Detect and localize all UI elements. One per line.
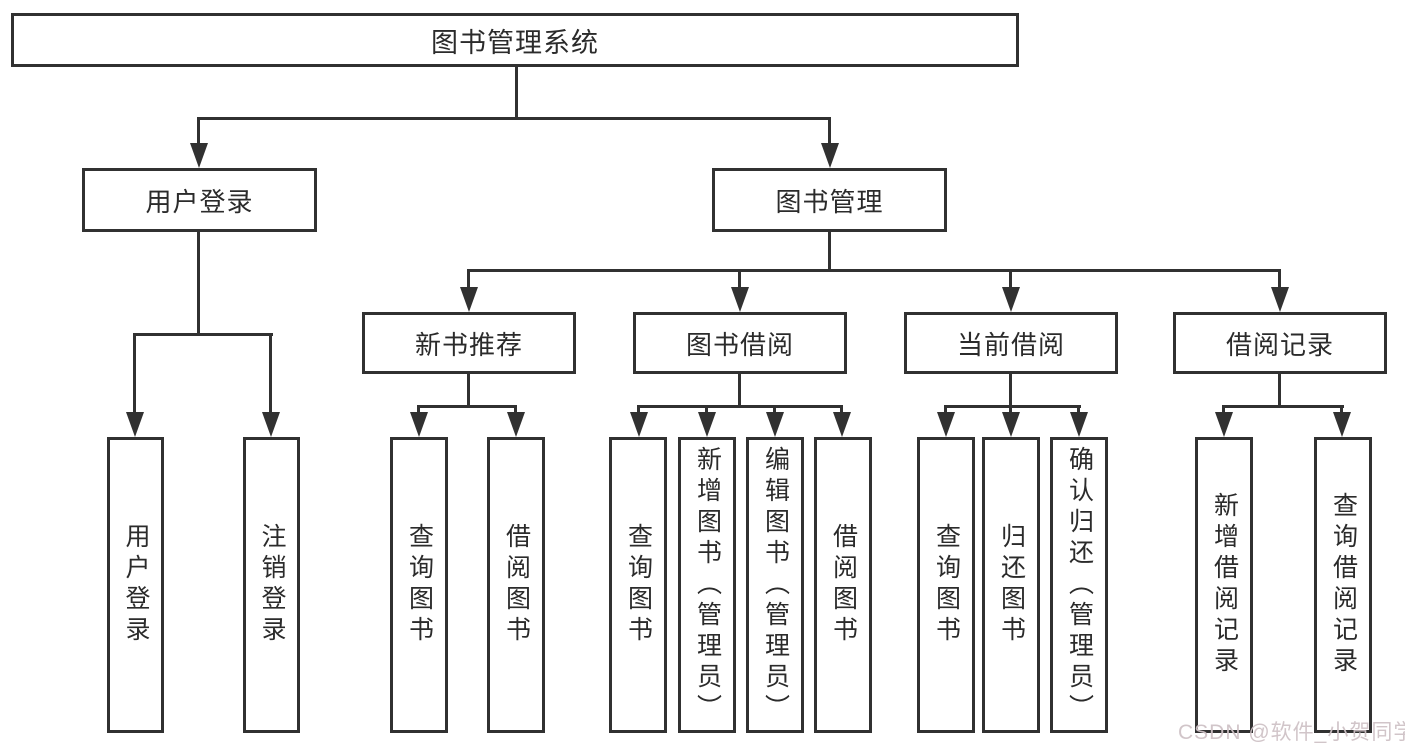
arrow-down-icon [630, 412, 648, 437]
node-current-borrowing: 当前借阅 [904, 312, 1118, 374]
arrow-down-icon [766, 412, 784, 437]
leaf-borrow-books-borrow: 借阅图书 [814, 437, 872, 733]
leaf-borrow-books-recommend: 借阅图书 [487, 437, 545, 733]
arrow-down-icon [833, 412, 851, 437]
leaf-query-books-current: 查询图书 [917, 437, 975, 733]
arrow-down-icon [1002, 287, 1020, 312]
connector-line [1340, 405, 1343, 414]
connector-line [828, 117, 831, 144]
watermark: CSDN @软件_小贺同学 [1178, 721, 1405, 744]
connector-line [637, 405, 640, 414]
leaf-label: 新增借阅记录 [1210, 492, 1239, 678]
connector-line [1222, 405, 1344, 408]
node-system-root: 图书管理系统 [11, 13, 1019, 67]
node-user-login: 用户登录 [82, 168, 317, 232]
leaf-label: 注销登录 [258, 523, 286, 647]
connector-line [1009, 269, 1012, 289]
connector-line [197, 232, 200, 335]
connector-line [840, 405, 843, 414]
connector-line [1009, 405, 1012, 414]
arrow-down-icon [410, 412, 428, 437]
node-new-book-recommendation: 新书推荐 [362, 312, 576, 374]
connector-line [269, 333, 272, 413]
arrow-down-icon [937, 412, 955, 437]
arrow-down-icon [1070, 412, 1088, 437]
connector-line [828, 232, 831, 272]
leaf-edit-book-admin: 编辑图书（管理员） [746, 437, 804, 733]
arrow-down-icon [821, 143, 839, 168]
node-borrowing-records: 借阅记录 [1173, 312, 1387, 374]
arrow-down-icon [190, 143, 208, 168]
connector-line [197, 117, 200, 144]
leaf-label: 借阅图书 [829, 523, 858, 647]
leaf-return-books: 归还图书 [982, 437, 1040, 733]
connector-line [637, 405, 843, 408]
leaf-user-login: 用户登录 [107, 437, 164, 733]
leaf-label: 查询借阅记录 [1329, 492, 1358, 678]
connector-line [1077, 405, 1080, 414]
leaf-label: 新增图书（管理员） [693, 445, 722, 725]
node-book-borrowing: 图书借阅 [633, 312, 847, 374]
leaf-confirm-return-admin: 确认归还（管理员） [1050, 437, 1108, 733]
connector-line [514, 405, 517, 414]
node-label: 图书管理 [775, 186, 884, 217]
connector-line [705, 405, 708, 414]
arrow-down-icon [1271, 287, 1289, 312]
connector-line [1222, 405, 1225, 414]
arrow-down-icon [1333, 412, 1351, 437]
connector-line [467, 269, 470, 289]
leaf-add-borrow-record: 新增借阅记录 [1195, 437, 1253, 733]
arrow-down-icon [126, 412, 144, 437]
leaf-label: 查询图书 [624, 523, 653, 647]
connector-line [773, 405, 776, 414]
connector-line [133, 333, 136, 413]
arrow-down-icon [507, 412, 525, 437]
node-book-management: 图书管理 [712, 168, 947, 232]
leaf-label: 用户登录 [122, 523, 150, 647]
leaf-label: 借阅图书 [502, 523, 531, 647]
connector-line [417, 405, 420, 414]
node-label: 用户登录 [145, 186, 254, 217]
leaf-add-book-admin: 新增图书（管理员） [678, 437, 736, 733]
connector-line [467, 269, 1281, 272]
connector-line [1278, 374, 1281, 408]
leaf-query-books-recommend: 查询图书 [390, 437, 448, 733]
connector-line [738, 269, 741, 289]
node-label: 当前借阅 [956, 329, 1065, 360]
node-label: 图书借阅 [685, 329, 794, 360]
connector-line [738, 374, 741, 408]
leaf-logout-login: 注销登录 [243, 437, 300, 733]
connector-line [418, 405, 517, 408]
leaf-label: 编辑图书（管理员） [761, 445, 790, 725]
leaf-label: 确认归还（管理员） [1065, 445, 1094, 725]
arrow-down-icon [731, 287, 749, 312]
leaf-query-borrow-record: 查询借阅记录 [1314, 437, 1372, 733]
connector-line [515, 67, 518, 119]
leaf-label: 归还图书 [997, 523, 1026, 647]
leaf-label: 查询图书 [932, 523, 961, 647]
connector-line [133, 333, 273, 336]
node-label: 图书管理系统 [431, 27, 599, 58]
connector-line [197, 117, 831, 120]
arrow-down-icon [698, 412, 716, 437]
leaf-label: 查询图书 [405, 523, 434, 647]
connector-line [1278, 269, 1281, 289]
arrow-down-icon [262, 412, 280, 437]
arrow-down-icon [460, 287, 478, 312]
connector-line [467, 374, 470, 408]
connector-line [945, 405, 1081, 408]
connector-line [1009, 374, 1012, 408]
node-label: 借阅记录 [1225, 329, 1334, 360]
connector-line [944, 405, 947, 414]
arrow-down-icon [1002, 412, 1020, 437]
arrow-down-icon [1215, 412, 1233, 437]
node-label: 新书推荐 [414, 329, 523, 360]
leaf-query-books-borrow: 查询图书 [609, 437, 667, 733]
